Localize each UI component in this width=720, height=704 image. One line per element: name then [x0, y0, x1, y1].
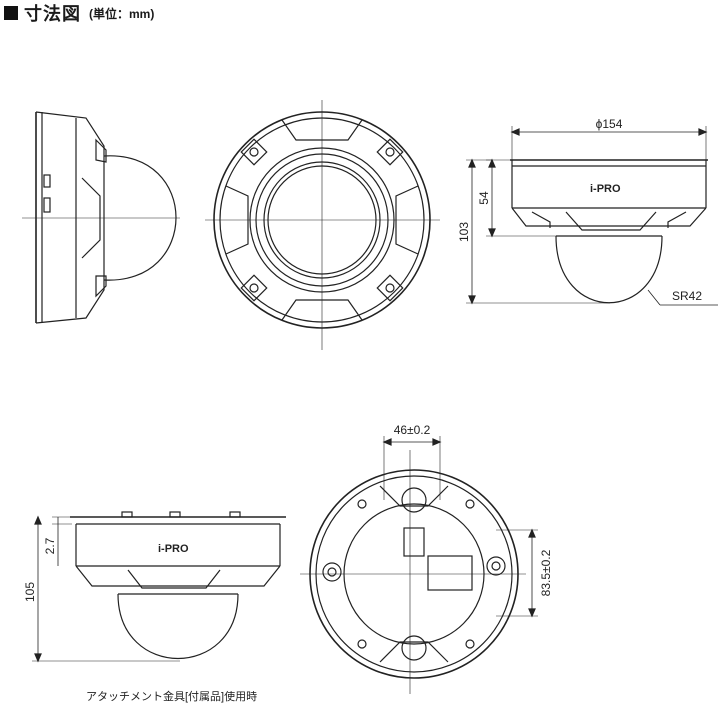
- bracket-top-view: [300, 436, 538, 694]
- label-hole-spacing-h: 46±0.2: [394, 423, 431, 437]
- label-height-total: 103: [457, 222, 471, 242]
- label-height-base: 54: [477, 191, 491, 205]
- profile-view: [466, 126, 718, 306]
- bracket-side-view: [32, 511, 286, 663]
- label-diameter: ϕ154: [596, 117, 623, 131]
- header-square-icon: [4, 6, 18, 20]
- front-view: [205, 100, 440, 350]
- label-dome-radius: SR42: [672, 289, 702, 303]
- header: 寸法図 (単位：mm): [4, 2, 154, 24]
- caption: アタッチメント金具[付属品]使用時: [86, 691, 258, 703]
- label-hole-spacing-v: 83.5±0.2: [539, 549, 553, 596]
- logo-top: i-PRO: [590, 183, 621, 195]
- side-view: [22, 111, 180, 324]
- logo-bottom: i-PRO: [158, 543, 189, 555]
- page-title: 寸法図: [24, 4, 81, 24]
- label-bracket-total: 105: [23, 582, 37, 602]
- unit-label: (単位：mm): [89, 6, 155, 21]
- label-bracket-height: 2.7: [43, 537, 57, 554]
